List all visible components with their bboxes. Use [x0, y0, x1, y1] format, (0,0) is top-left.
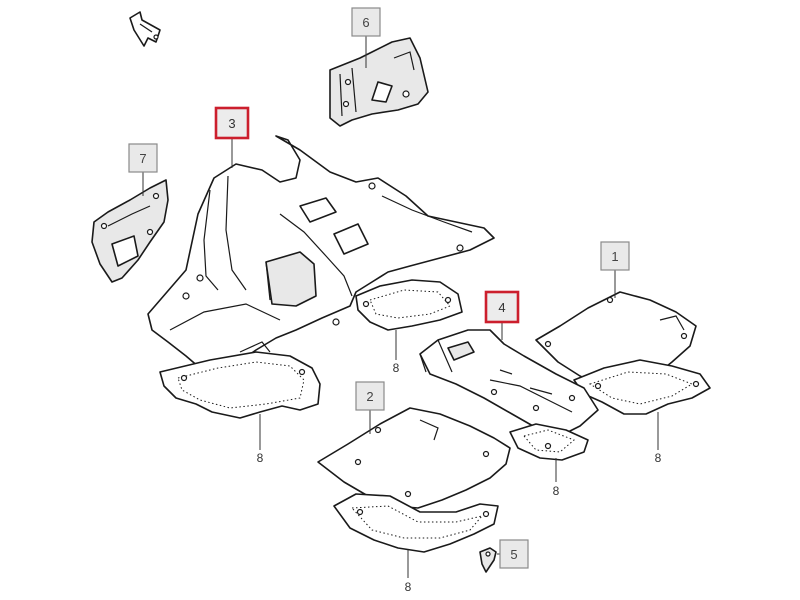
front-arrow-icon — [129, 11, 161, 47]
callout-6-label: 6 — [362, 15, 369, 30]
part-6-bracket — [329, 37, 429, 127]
callout-4: 4 — [484, 290, 520, 324]
part-2-panel — [317, 407, 511, 509]
callout-6: 6 — [351, 7, 381, 37]
part-8-pad-middle — [355, 279, 463, 331]
callout-1: 1 — [600, 241, 630, 271]
fastener-label-8: 8 — [553, 484, 560, 498]
callout-2: 2 — [355, 381, 385, 411]
callout-5-label: 5 — [510, 547, 517, 562]
part-4-tunnel-pad — [419, 329, 599, 437]
fastener-label-8: 8 — [405, 580, 412, 594]
callout-7: 7 — [128, 143, 158, 173]
part-3-main-insulator — [147, 135, 495, 380]
part-8-pad-center — [509, 423, 589, 461]
callout-1-label: 1 — [611, 249, 618, 264]
fastener-label-8: 8 — [257, 451, 264, 465]
callout-5: 5 — [499, 539, 529, 569]
leader-lines — [142, 36, 659, 578]
callout-2-label: 2 — [366, 389, 373, 404]
callout-7-label: 7 — [139, 151, 146, 166]
part-8-pad-bottom — [333, 493, 499, 553]
callout-3: 3 — [214, 106, 250, 140]
part-8-pad-left — [159, 351, 321, 419]
part-5-clip — [479, 547, 497, 573]
callout-4-label: 4 — [498, 300, 505, 315]
fastener-label-8: 8 — [655, 451, 662, 465]
fastener-label-8: 8 — [393, 361, 400, 375]
part-8-pad-right — [573, 359, 711, 415]
callout-3-label: 3 — [228, 116, 235, 131]
part-7-bracket — [91, 179, 169, 283]
